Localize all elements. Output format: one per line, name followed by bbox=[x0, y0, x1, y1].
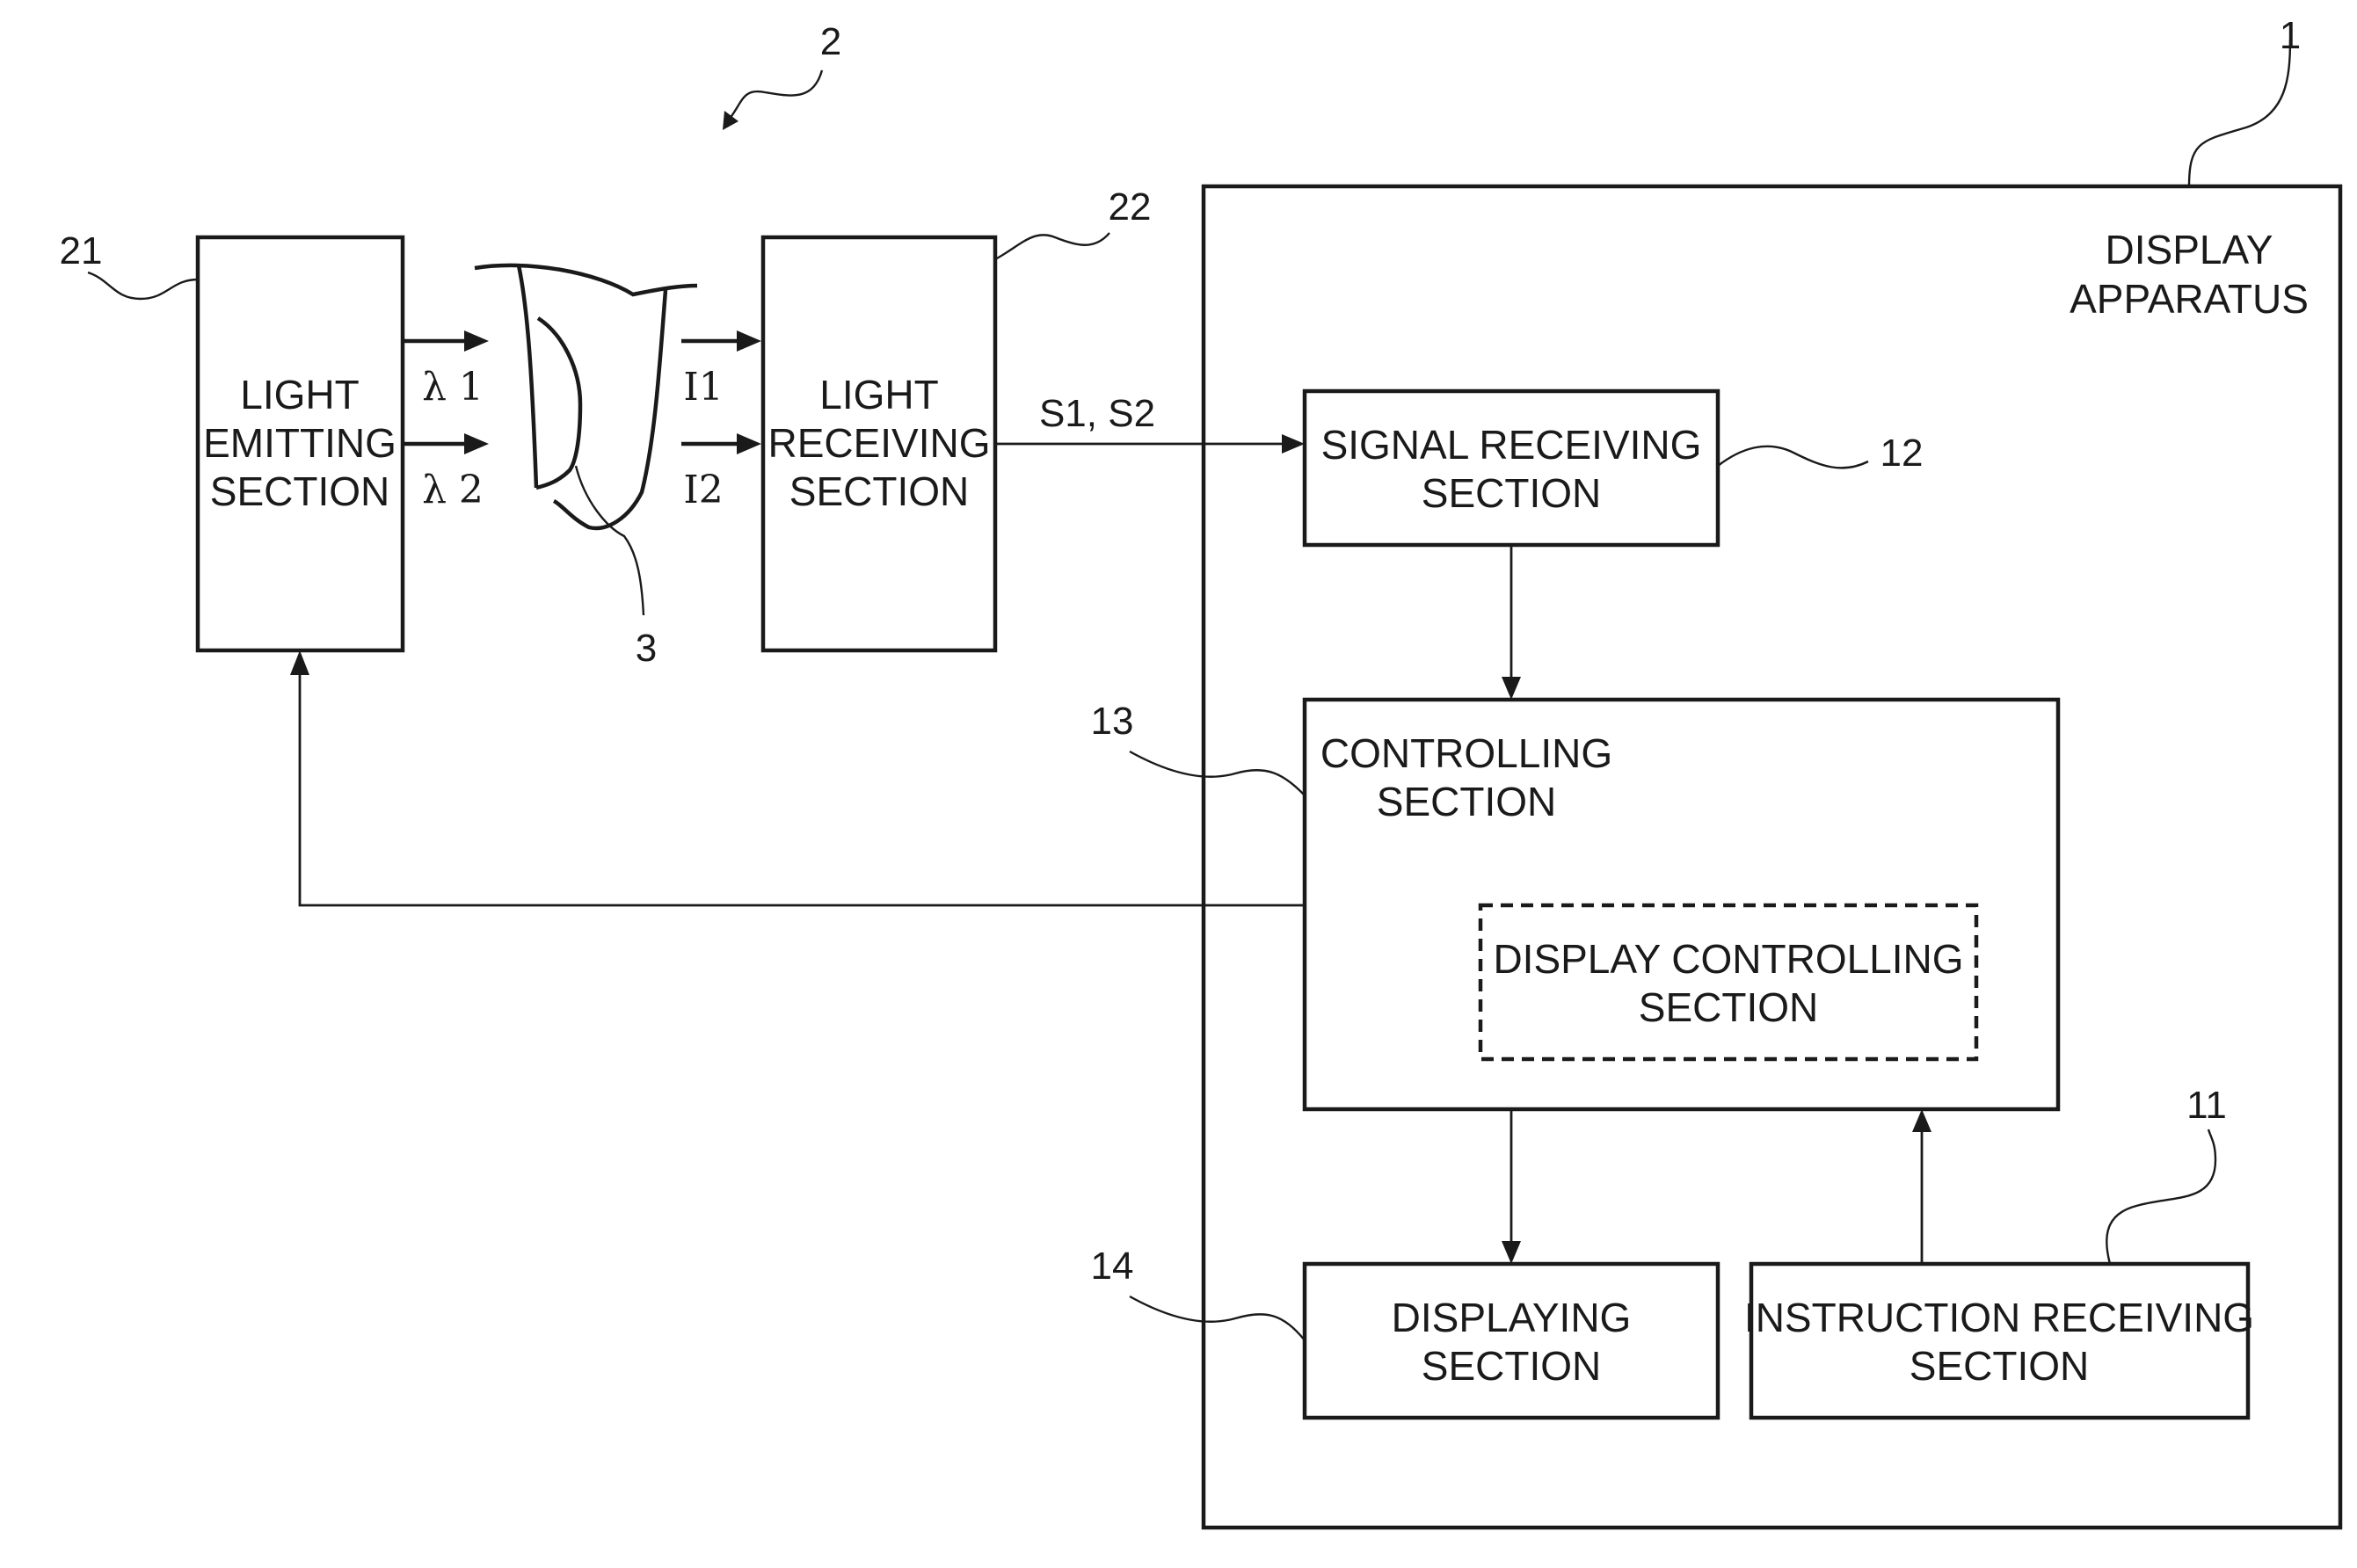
label-lambda2: λ 2 bbox=[422, 468, 484, 512]
controlling-label-line1: CONTROLLING bbox=[1320, 730, 1612, 776]
light-emitting-label-line3: SECTION bbox=[210, 468, 389, 514]
leader-line-21 bbox=[88, 272, 198, 299]
display-apparatus-label-line1: DISPLAY bbox=[2106, 227, 2273, 272]
signal-receiving-section-box bbox=[1305, 391, 1718, 545]
leader-line-22 bbox=[995, 233, 1109, 259]
label-s1s2: S1, S2 bbox=[1039, 392, 1155, 435]
finger-drawing bbox=[475, 265, 697, 528]
leader-line-2 bbox=[730, 70, 822, 119]
light-receiving-label-line3: SECTION bbox=[789, 468, 969, 514]
label-i1: I1 bbox=[683, 365, 723, 410]
arrow-i2-head bbox=[737, 433, 761, 454]
light-receiving-label-line1: LIGHT bbox=[819, 372, 938, 417]
instruction-receiving-section-box bbox=[1751, 1264, 2248, 1418]
arrow-lambda1-head bbox=[464, 330, 489, 352]
feedback-line-control-to-emitter bbox=[300, 675, 1305, 905]
leader-line-11 bbox=[2106, 1129, 2215, 1264]
arrow-s1s2-head bbox=[1282, 434, 1305, 454]
light-emitting-label-line1: LIGHT bbox=[240, 372, 359, 417]
display-apparatus-label-line2: APPARATUS bbox=[2070, 276, 2309, 322]
ref-numeral-12: 12 bbox=[1881, 432, 1924, 475]
arrow-lambda2-head bbox=[464, 433, 489, 454]
light-emitting-label-line2: EMITTING bbox=[203, 420, 396, 466]
leader-line-13 bbox=[1130, 751, 1305, 795]
arrow-i1-head bbox=[737, 330, 761, 352]
display-controlling-section-box bbox=[1480, 905, 1976, 1059]
controlling-label-line2: SECTION bbox=[1377, 779, 1556, 824]
leader-line-3 bbox=[576, 466, 644, 615]
displaying-label-line1: DISPLAYING bbox=[1392, 1295, 1632, 1340]
arrow-control-to-display-head bbox=[1502, 1241, 1521, 1264]
displaying-section-box bbox=[1305, 1264, 1718, 1418]
arrow-instruction-to-control-head bbox=[1912, 1109, 1931, 1132]
display-controlling-label-line1: DISPLAY CONTROLLING bbox=[1493, 936, 1963, 982]
ref-numeral-14: 14 bbox=[1091, 1245, 1134, 1288]
ref-numeral-22: 22 bbox=[1109, 185, 1152, 229]
instruction-receiving-label-line2: SECTION bbox=[1910, 1343, 2089, 1389]
ref-numeral-3: 3 bbox=[636, 627, 657, 670]
arrow-signal-to-control-head bbox=[1502, 677, 1521, 700]
displaying-label-line2: SECTION bbox=[1422, 1343, 1601, 1389]
instruction-receiving-label-line1: INSTRUCTION RECEIVING bbox=[1744, 1295, 2254, 1340]
ref-numeral-13: 13 bbox=[1091, 700, 1134, 743]
ref-numeral-21: 21 bbox=[60, 229, 103, 272]
ref-numeral-1: 1 bbox=[2280, 14, 2301, 57]
label-lambda1: λ 1 bbox=[422, 365, 484, 410]
ref-numeral-2: 2 bbox=[820, 20, 841, 63]
leader-line-14 bbox=[1130, 1296, 1305, 1340]
leader-line-12 bbox=[1718, 446, 1868, 468]
ref-numeral-11: 11 bbox=[2186, 1084, 2227, 1127]
leader-line-1 bbox=[2189, 40, 2290, 186]
feedback-arrow-head bbox=[290, 650, 309, 675]
signal-receiving-label-line2: SECTION bbox=[1422, 470, 1601, 516]
light-receiving-label-line2: RECEIVING bbox=[767, 420, 990, 466]
signal-receiving-label-line1: SIGNAL RECEIVING bbox=[1321, 422, 1702, 468]
display-controlling-label-line2: SECTION bbox=[1639, 984, 1818, 1030]
label-i2: I2 bbox=[683, 468, 723, 512]
arrowhead-ref-2 bbox=[723, 111, 738, 130]
